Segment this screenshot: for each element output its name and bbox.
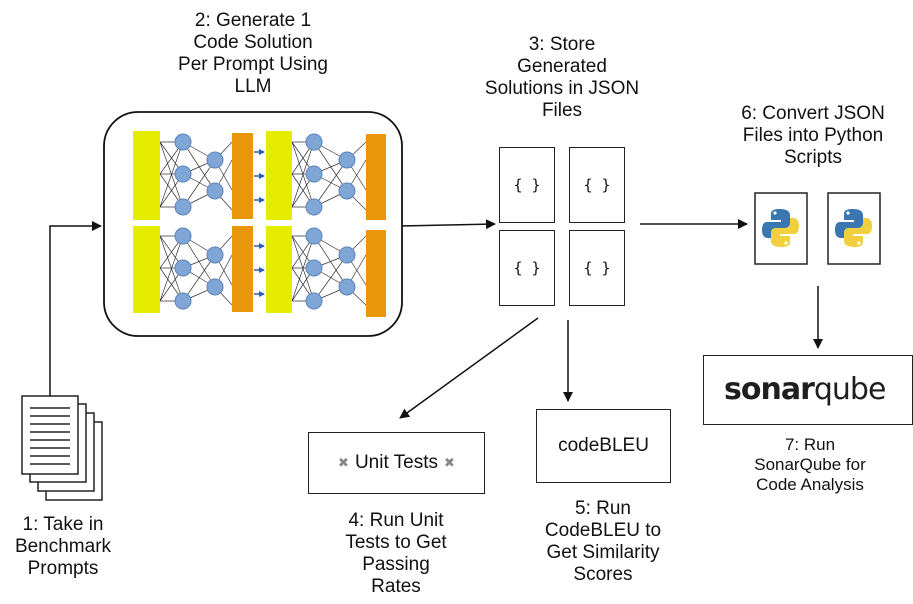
python-icon: [835, 209, 872, 247]
json-file-1: { }: [499, 147, 555, 223]
json-file-3: { }: [499, 230, 555, 306]
arrow-prompts-to-llm: [49, 221, 102, 396]
pin-icon: ✖: [338, 455, 349, 470]
codebleu-label: codeBLEU: [558, 435, 649, 456]
document-stack-icon: [21, 395, 103, 501]
sonarqube-logo: sonarqube: [724, 372, 886, 407]
python-files: [754, 192, 881, 265]
json-file-4: { }: [569, 230, 625, 306]
unit-tests-box: ✖ Unit Tests ✖: [308, 432, 485, 494]
json-file-2: { }: [569, 147, 625, 223]
neural-network-icon: [133, 131, 386, 317]
pin-icon: ✖: [444, 455, 455, 470]
unit-tests-label: Unit Tests: [354, 452, 439, 473]
python-icon: [762, 209, 799, 247]
arrow-llm-to-json: [399, 219, 496, 230]
flow-arrows: [49, 219, 823, 419]
codebleu-box: codeBLEU: [536, 409, 671, 483]
arrow-json-to-unit-tests: [399, 317, 539, 419]
sonarqube-box: [703, 355, 913, 425]
